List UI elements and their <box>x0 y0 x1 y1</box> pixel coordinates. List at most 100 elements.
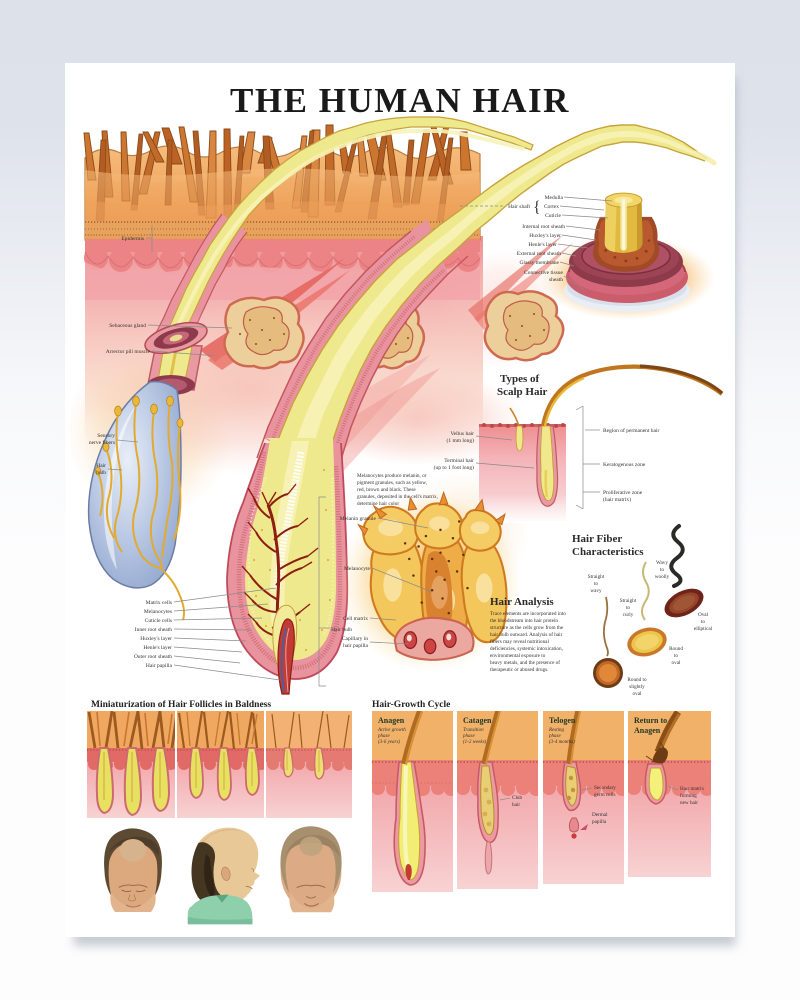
svg-text:Trace elements are incorporate: Trace elements are incorporated into <box>490 611 566 617</box>
svg-text:Scalp Hair: Scalp Hair <box>497 386 548 398</box>
svg-text:Secondary: Secondary <box>594 785 616 791</box>
svg-text:Sebaceous gland: Sebaceous gland <box>109 323 146 329</box>
svg-text:to: to <box>626 605 630 611</box>
svg-text:Melanocyte: Melanocyte <box>344 566 371 572</box>
svg-text:Melanocytes: Melanocytes <box>144 609 172 615</box>
svg-text:Melanin granule: Melanin granule <box>340 516 377 522</box>
svg-text:environmental exposure to: environmental exposure to <box>490 653 546 659</box>
svg-text:Hair: Hair <box>96 463 106 469</box>
svg-text:External root sheath: External root sheath <box>517 251 562 257</box>
svg-text:to: to <box>660 567 664 573</box>
svg-text:wavy: wavy <box>590 588 602 594</box>
svg-text:woolly: woolly <box>655 574 670 580</box>
svg-text:elliptical: elliptical <box>694 626 713 632</box>
svg-text:hair bulb outward. Analysis of: hair bulb outward. Analysis of hair <box>490 631 563 638</box>
svg-text:Matrix cells: Matrix cells <box>146 600 172 606</box>
svg-text:(3-6 years): (3-6 years) <box>378 740 400 745</box>
svg-text:Epidermis: Epidermis <box>121 236 144 242</box>
svg-text:Outer root sheath: Outer root sheath <box>134 654 172 660</box>
svg-text:pigment granules, such as yell: pigment granules, such as yellow, <box>357 480 427 486</box>
svg-text:Transition: Transition <box>463 728 484 733</box>
svg-text:Huxley's layer: Huxley's layer <box>529 233 561 239</box>
svg-text:Terminal hair: Terminal hair <box>444 458 474 464</box>
svg-text:Vellus hair: Vellus hair <box>450 431 474 437</box>
svg-text:forming: forming <box>680 792 697 799</box>
svg-text:germ cells: germ cells <box>594 792 615 798</box>
svg-text:Anagen: Anagen <box>378 716 405 725</box>
svg-text:Resting: Resting <box>548 728 564 733</box>
svg-text:phase: phase <box>548 734 561 739</box>
svg-text:Hair papilla: Hair papilla <box>146 663 173 669</box>
svg-text:oval: oval <box>672 660 681 666</box>
svg-text:Medulla: Medulla <box>545 195 564 201</box>
svg-text:THE HUMAN HAIR: THE HUMAN HAIR <box>230 81 570 120</box>
svg-text:the bloodstream into hair prot: the bloodstream into hair protein <box>490 618 558 624</box>
svg-text:Internal root sheath: Internal root sheath <box>522 224 565 230</box>
svg-text:Hair Analysis: Hair Analysis <box>490 596 554 608</box>
svg-text:therapeutic or abused drugs.: therapeutic or abused drugs. <box>490 667 548 673</box>
svg-text:heavy metals, and the presence: heavy metals, and the presence of <box>490 659 560 666</box>
svg-text:Glassy membrane: Glassy membrane <box>519 260 559 266</box>
svg-text:Hair matrix: Hair matrix <box>680 786 704 792</box>
svg-text:phase: phase <box>377 734 390 739</box>
svg-text:hair: hair <box>512 802 520 808</box>
svg-text:Henle's layer: Henle's layer <box>143 645 172 651</box>
svg-text:Catagen: Catagen <box>463 716 492 725</box>
svg-text:(3-4 months): (3-4 months) <box>549 740 575 745</box>
svg-text:Anagen: Anagen <box>634 726 661 735</box>
svg-text:Keratogenous zone: Keratogenous zone <box>603 462 646 468</box>
svg-text:Straight: Straight <box>620 598 637 604</box>
svg-text:determine hair color: determine hair color <box>357 501 399 507</box>
svg-text:Henle's layer: Henle's layer <box>528 242 557 248</box>
svg-text:Dermal: Dermal <box>592 812 608 818</box>
svg-text:Characteristics: Characteristics <box>572 546 644 558</box>
svg-text:Cortex: Cortex <box>544 204 559 210</box>
svg-text:papilla: papilla <box>592 819 607 825</box>
svg-text:to: to <box>594 581 598 587</box>
svg-text:phase: phase <box>462 734 475 739</box>
svg-text:nerve fibers: nerve fibers <box>89 439 115 446</box>
svg-text:Sensory: Sensory <box>97 433 115 439</box>
svg-text:structure as the cells grow fr: structure as the cells grow from the <box>490 624 564 631</box>
svg-text:Return to: Return to <box>634 716 667 725</box>
svg-text:slightly: slightly <box>629 684 645 690</box>
svg-text:(1 mm long): (1 mm long) <box>447 437 475 444</box>
svg-text:Club: Club <box>512 795 522 801</box>
svg-text:Inner root sheath: Inner root sheath <box>135 627 173 633</box>
svg-text:Cuticle cells: Cuticle cells <box>145 618 172 624</box>
svg-text:granules, deposited in the cel: granules, deposited in the cell's matrix… <box>357 494 438 500</box>
svg-text:Capillary in: Capillary in <box>342 636 368 642</box>
svg-text:to: to <box>701 619 705 625</box>
svg-text:sheath: sheath <box>549 277 563 283</box>
svg-text:deficiencies, systemic intoxic: deficiencies, systemic intoxication, <box>490 645 563 652</box>
svg-text:Active growth: Active growth <box>377 728 406 733</box>
svg-text:Hair shaft: Hair shaft <box>508 203 530 210</box>
svg-text:hair papilla: hair papilla <box>343 643 368 649</box>
svg-text:Connective tissue: Connective tissue <box>524 270 564 276</box>
svg-text:bulb: bulb <box>96 470 106 476</box>
svg-text:Wavy: Wavy <box>656 560 668 566</box>
svg-text:Cell matrix: Cell matrix <box>343 616 368 622</box>
svg-text:Arrector pili muscle: Arrector pili muscle <box>106 349 151 355</box>
svg-text:Hair Fiber: Hair Fiber <box>572 533 622 545</box>
svg-text:Round to: Round to <box>627 677 647 683</box>
svg-text:Region of permanent hair: Region of permanent hair <box>603 427 660 434</box>
svg-text:(up to 1 foot long): (up to 1 foot long) <box>434 464 474 471</box>
svg-text:Proliferative zone: Proliferative zone <box>603 489 643 496</box>
svg-text:new hair: new hair <box>680 800 698 806</box>
svg-text:Miniaturization of Hair Follic: Miniaturization of Hair Follicles in Bal… <box>91 700 271 710</box>
svg-text:(1-2 weeks): (1-2 weeks) <box>463 740 487 745</box>
svg-text:(hair matrix): (hair matrix) <box>603 496 631 503</box>
svg-text:Hair-Growth Cycle: Hair-Growth Cycle <box>372 700 450 710</box>
svg-text:oval: oval <box>633 691 642 697</box>
svg-text:{: { <box>533 199 541 216</box>
svg-text:Melanocytes produce melanin, o: Melanocytes produce melanin, or <box>357 473 427 479</box>
svg-text:Straight: Straight <box>588 574 605 580</box>
svg-text:Cuticle: Cuticle <box>545 213 561 219</box>
svg-text:Oval: Oval <box>698 612 709 618</box>
svg-text:to: to <box>674 653 678 659</box>
svg-text:curly: curly <box>623 612 634 618</box>
svg-text:Huxley's layer: Huxley's layer <box>140 636 172 642</box>
svg-text:Round: Round <box>669 646 683 652</box>
svg-text:Types of: Types of <box>500 373 540 385</box>
